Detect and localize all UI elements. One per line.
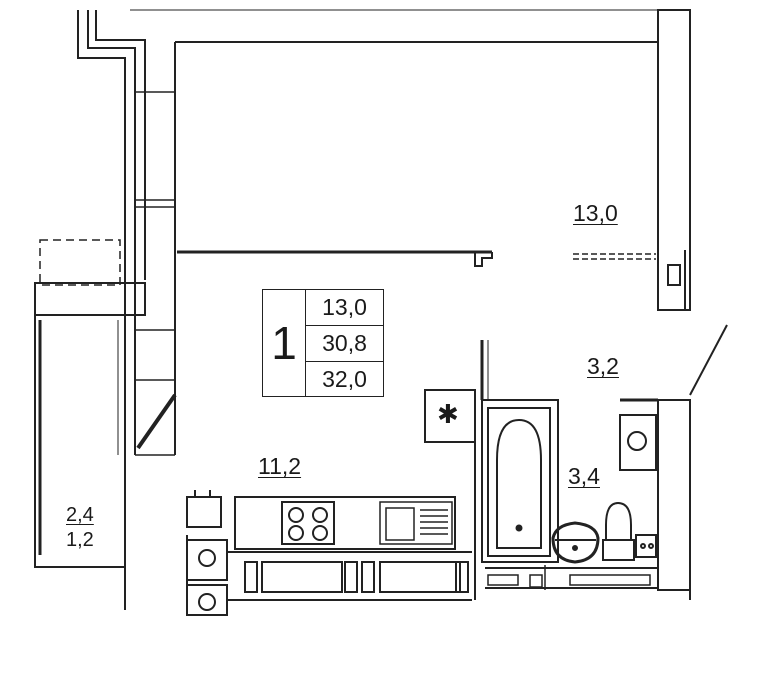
living-area-value: 13,0 bbox=[306, 290, 383, 326]
partition bbox=[177, 250, 656, 267]
hallway-area-label: 3,2 bbox=[587, 353, 619, 379]
balcony-reduced-area-label: 1,2 bbox=[66, 529, 94, 551]
washbasin-icon bbox=[551, 521, 600, 564]
bathroom-area-label: 3,4 bbox=[568, 463, 600, 489]
living-room-area-label: 13,0 bbox=[573, 200, 618, 226]
balcony bbox=[34, 239, 146, 568]
total-area-with-balcony-value: 32,0 bbox=[322, 366, 367, 392]
entrance-door bbox=[689, 324, 728, 396]
balcony-area-label: 2,4 bbox=[66, 504, 94, 526]
ventilation-icon: ✱ bbox=[437, 400, 459, 430]
ventilation-box bbox=[424, 389, 476, 443]
bathtub-icon bbox=[487, 407, 551, 557]
total-area-value: 30,8 bbox=[306, 326, 383, 362]
room-count: 1 bbox=[263, 290, 306, 396]
toilet-icon bbox=[602, 501, 635, 561]
living-room-walls bbox=[174, 9, 691, 455]
balcony-door bbox=[136, 393, 177, 450]
sink-icon bbox=[379, 501, 453, 545]
apartment-summary-table: 1 13,0 30,8 32,0 bbox=[262, 289, 384, 397]
kitchen-area-label: 11,2 bbox=[258, 453, 302, 479]
bathroom-bottom bbox=[487, 565, 651, 590]
washing-machine-icon bbox=[619, 414, 657, 558]
kitchen-counter bbox=[186, 490, 456, 550]
stove-icon bbox=[281, 501, 335, 545]
bottom-wall bbox=[186, 535, 472, 616]
bathroom-walls bbox=[474, 340, 691, 600]
